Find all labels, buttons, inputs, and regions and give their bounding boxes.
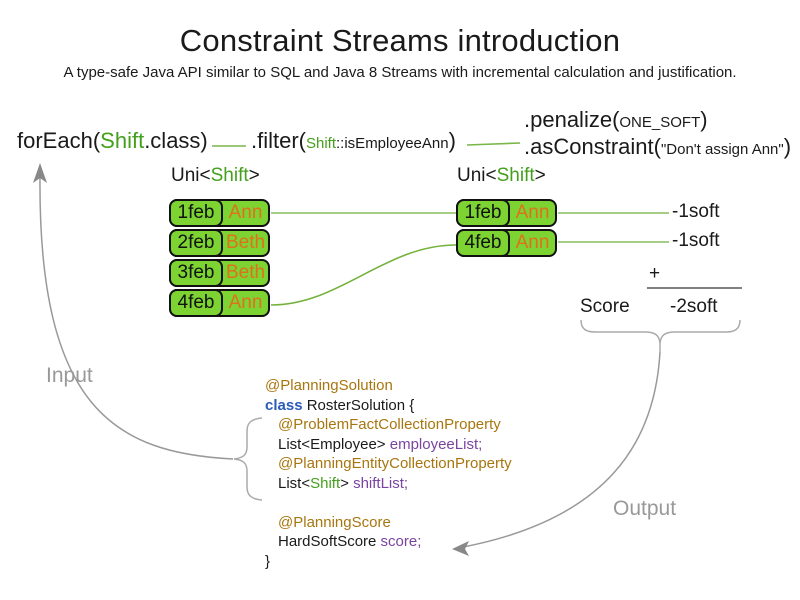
penalize-call: .penalize(ONE_SOFT)	[524, 107, 708, 133]
filter-call: .filter(Shift::isEmployeeAnn)	[251, 128, 456, 154]
right-stream-label-type: Shift	[496, 165, 535, 186]
penalize-pre: .penalize(	[524, 107, 620, 132]
left-stream-label: Uni<Shift>	[171, 165, 260, 187]
foreach-post: .class)	[144, 128, 208, 153]
shift-employee: Ann	[515, 232, 550, 253]
code-line: }	[265, 552, 512, 572]
asconstraint-pre: .asConstraint(	[524, 134, 661, 159]
code-token-ann: @ProblemFactCollectionProperty	[278, 416, 501, 433]
filter-shift-token: Shift	[306, 135, 337, 152]
flow-connector-2	[466, 142, 521, 146]
code-line: HardSoftScore score;	[265, 532, 512, 552]
shift-employee: Ann	[228, 202, 263, 223]
code-line: @ProblemFactCollectionProperty	[265, 415, 512, 435]
shift-employee: Ann	[228, 292, 263, 313]
output-label: Output	[613, 497, 677, 520]
asconstraint-post: )	[783, 134, 792, 159]
shift-date: 4feb	[456, 229, 510, 257]
code-token-kw: class	[265, 396, 303, 414]
code-line: List<Employee> employeeList;	[265, 435, 512, 455]
code-line: class RosterSolution {	[265, 396, 512, 416]
right-stream-label-post: >	[534, 165, 546, 186]
shift-date: 1feb	[169, 199, 223, 227]
penalize-arg: ONE_SOFT	[619, 114, 701, 131]
page-title: Constraint Streams introduction	[179, 23, 621, 58]
foreach-pre: forEach(	[17, 128, 101, 153]
code-token-plain: >	[340, 474, 354, 492]
asconstraint-arg: "Don't assign Ann"	[660, 141, 784, 158]
shift-date: 3feb	[169, 259, 223, 287]
code-line: List<Shift> shiftList;	[265, 474, 512, 494]
code-line: @PlanningSolution	[265, 376, 512, 396]
filter-pre: .filter(	[251, 128, 306, 153]
asconstraint-call: .asConstraint("Don't assign Ann")	[524, 134, 791, 160]
left-stream-label-pre: Uni<	[171, 165, 211, 186]
input-arrowhead-icon	[33, 163, 47, 183]
code-brace	[233, 417, 263, 501]
shift-date: 2feb	[169, 229, 223, 257]
code-token-plain: List<Employee>	[278, 435, 390, 453]
code-token-plain: RosterSolution {	[302, 396, 415, 414]
shift-employee: Beth	[225, 262, 266, 283]
left-stream-label-post: >	[248, 165, 260, 186]
code-token-ann: @PlanningSolution	[265, 377, 393, 394]
score-brace	[580, 319, 741, 344]
code-token-field: shiftList;	[353, 474, 409, 492]
penalty-value-1: -1soft	[672, 201, 720, 222]
shift-employee: Ann	[515, 202, 550, 223]
penalty-value-2: -1soft	[672, 230, 720, 251]
code-token-plain: HardSoftScore	[278, 533, 381, 550]
page-subtitle: A type-safe Java API similar to SQL and …	[63, 64, 737, 81]
left-stream-label-type: Shift	[210, 165, 249, 186]
stream-link-4feb	[270, 244, 457, 306]
foreach-call: forEach(Shift.class)	[17, 128, 208, 154]
filter-arg: ::isEmployeeAnn	[336, 135, 449, 152]
score-label: Score	[580, 296, 630, 317]
shift-date: 1feb	[456, 199, 510, 227]
code-token-type: Shift	[310, 474, 341, 492]
code-token-ann: @PlanningEntityCollectionProperty	[278, 455, 512, 472]
code-token-field: score;	[380, 533, 422, 550]
score-total: -2soft	[670, 296, 718, 317]
code-line: @PlanningScore	[265, 513, 512, 533]
code-line: @PlanningEntityCollectionProperty	[265, 454, 512, 474]
code-line	[265, 493, 512, 513]
code-token-field: employeeList;	[389, 435, 483, 453]
shift-date: 4feb	[169, 289, 223, 317]
foreach-shift-token: Shift	[100, 128, 145, 153]
code-token-plain: List<	[278, 474, 311, 492]
code-token-ann: @PlanningScore	[278, 513, 391, 531]
filter-post: )	[448, 128, 456, 153]
input-label: Input	[46, 364, 93, 387]
penalize-post: )	[700, 107, 708, 132]
shift-employee: Beth	[225, 232, 266, 253]
right-stream-label: Uni<Shift>	[457, 165, 546, 187]
plus-sign: +	[649, 263, 661, 284]
right-stream-label-pre: Uni<	[457, 165, 497, 186]
code-token-plain: }	[265, 552, 271, 570]
